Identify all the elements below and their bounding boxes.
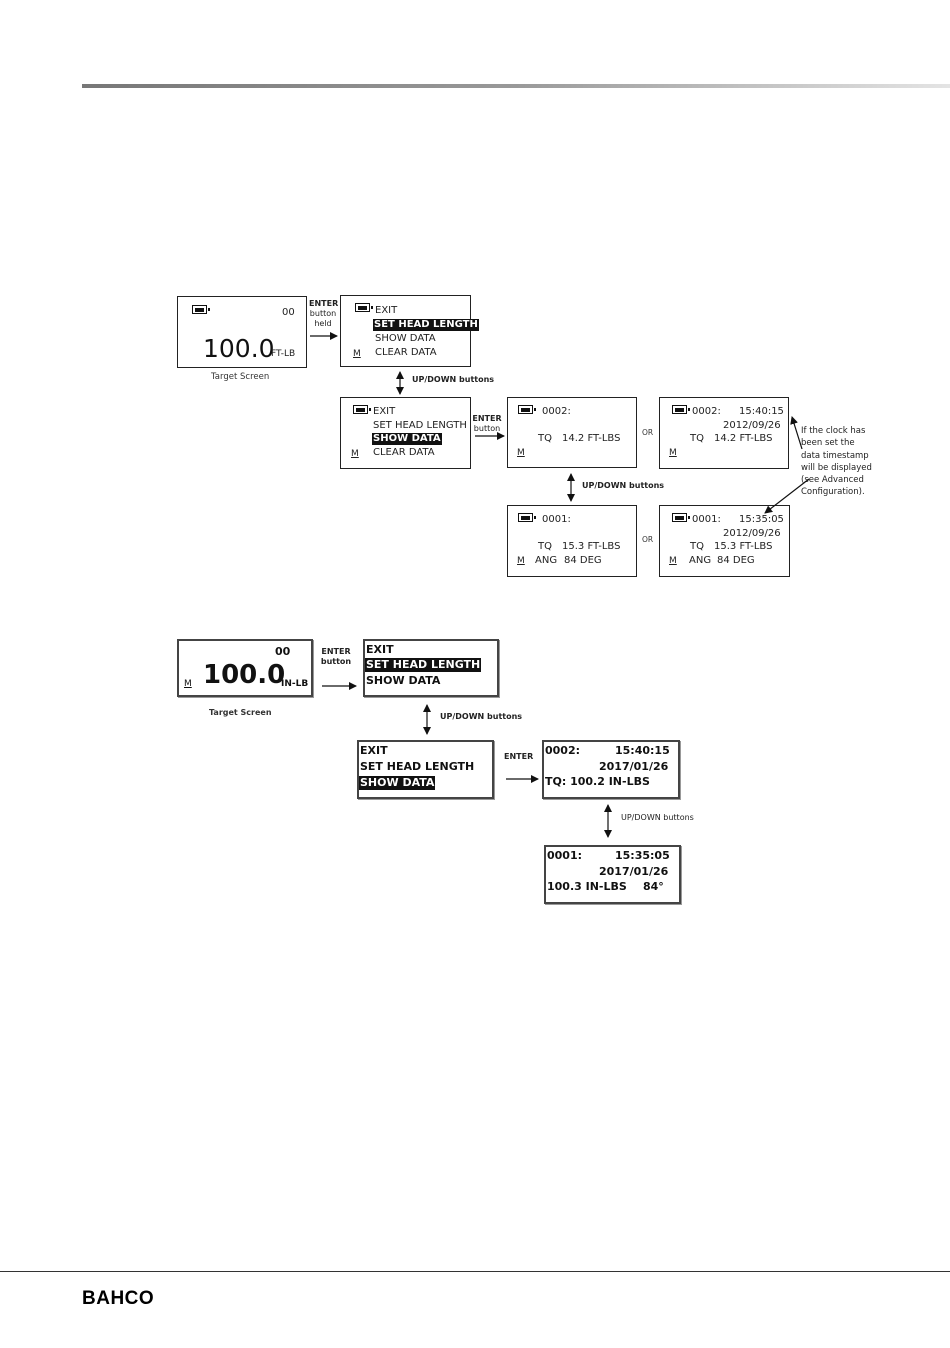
target-screen: 00 M 100.0 IN-LB [177,639,313,697]
bahco-logo: BAHCO [82,1288,155,1309]
menu-item-clear-data: CLEAR DATA [373,447,435,458]
mode-indicator: M [184,679,192,689]
tq-label: TQ [690,541,704,552]
arrow-note-up [790,416,803,450]
data-screen-0001: 0001: 15:35:05 2017/01/26 100.3 IN-LBS 8… [544,845,681,904]
or-label: OR [642,428,654,437]
tq-value: 14.2 FT-LBS [562,433,621,444]
record-date: 2012/09/26 [723,420,781,431]
menu-item-clear-data: CLEAR DATA [375,347,437,358]
ang-value: 84 DEG [564,555,602,566]
enter-held-label: ENTER button held [309,299,339,328]
mode-indicator: M [353,349,361,359]
battery-icon [355,303,373,312]
target-screen: 00 100.0 FT-LB [177,296,307,368]
ang-label: ANG [689,555,712,566]
mode-indicator: M [669,448,677,458]
menu-item-show-data: SHOW DATA [359,776,436,790]
enter-label: ENTER button [472,414,502,433]
arrow-note-down [764,478,810,514]
record-date: 2012/09/26 [723,528,781,539]
tq-value: 15.3 FT-LBS [714,541,773,552]
ang-value: 84 DEG [717,555,755,566]
menu-item-set-head-length: SET HEAD LENGTH [365,658,482,672]
updown-label: UP/DOWN buttons [582,481,665,490]
menu-screen-set-head-length: EXIT SET HEAD LENGTH SHOW DATA [363,639,499,697]
tq-label: TQ [538,541,552,552]
record-id: 0001: [547,849,583,862]
battery-icon [353,405,371,414]
data-screen-0001: 0001: TQ 15.3 FT-LBS M ANG 84 DEG [507,505,637,577]
or-label: OR [642,535,654,544]
menu-item-exit: EXIT [373,406,396,417]
battery-icon [518,405,536,414]
data-screen-0002-timestamp: 0002: 15:40:15 2012/09/26 TQ 14.2 FT-LBS… [659,397,789,469]
record-id: 0002: [545,744,581,757]
battery-icon [192,305,210,314]
target-caption: Target Screen [209,708,272,717]
battery-icon [672,405,690,414]
menu-item-set-head-length: SET HEAD LENGTH [373,420,467,431]
record-time: 15:40:15 [615,744,670,757]
mode-indicator: M [669,556,677,566]
enter-label: ENTER button [320,647,352,666]
ang-label: ANG [535,555,558,566]
updown-label: UP/DOWN buttons [621,813,694,822]
data-screen-0002: 0002: TQ 14.2 FT-LBS M [507,397,637,468]
menu-item-show-data: SHOW DATA [375,333,436,344]
updown-label: UP/DOWN buttons [412,375,495,384]
record-id: 0002: [542,406,571,417]
torque-value: 100.3 IN-LBS [547,880,627,893]
target-caption: Target Screen [211,372,270,382]
timestamp-note: If the clock has been set the data times… [801,426,872,498]
tq-value: TQ: 100.2 IN-LBS [545,775,650,788]
menu-screen-show-data: EXIT SET HEAD LENGTH SHOW DATA CLEAR DAT… [340,397,471,469]
target-code: 00 [275,645,291,658]
menu-item-set-head-length: SET HEAD LENGTH [373,319,479,331]
enter-label: ENTER [504,752,534,761]
menu-screen-set-head-length: EXIT SET HEAD LENGTH SHOW DATA CLEAR DAT… [340,295,479,367]
footer-rule [0,1271,950,1272]
header-rule [82,84,950,88]
menu-item-exit: EXIT [375,305,398,316]
tq-label: TQ [690,433,704,444]
data-screen-0002: 0002: 15:40:15 2017/01/26 TQ: 100.2 IN-L… [542,740,680,799]
tq-value: 14.2 FT-LBS [714,433,773,444]
record-id: 0001: [542,514,571,525]
record-date: 2017/01/26 [599,760,669,773]
target-value: 100.0 [203,660,286,690]
menu-item-exit: EXIT [366,643,394,656]
menu-item-show-data: SHOW DATA [366,674,441,687]
menu-screen-show-data: EXIT SET HEAD LENGTH SHOW DATA [357,740,494,799]
tq-label: TQ [538,433,552,444]
tq-value: 15.3 FT-LBS [562,541,621,552]
target-unit: IN-LB [281,679,309,689]
record-time: 15:35:05 [739,514,784,525]
menu-item-set-head-length: SET HEAD LENGTH [360,760,475,773]
menu-item-show-data: SHOW DATA [372,433,442,445]
menu-item-exit: EXIT [360,744,388,757]
record-id: 0001: [692,514,721,525]
target-unit: FT-LB [271,349,296,359]
battery-icon [672,513,690,522]
updown-label: UP/DOWN buttons [440,712,523,721]
angle-value: 84° [643,880,664,893]
mode-indicator: M [517,556,525,566]
record-date: 2017/01/26 [599,865,669,878]
mode-indicator: M [351,449,359,459]
record-time: 15:35:05 [615,849,670,862]
battery-icon [518,513,536,522]
target-value: 100.0 [203,334,275,363]
record-id: 0002: [692,406,721,417]
data-screen-0001-timestamp: 0001: 15:35:05 2012/09/26 TQ 15.3 FT-LBS… [659,505,790,577]
mode-indicator: M [517,448,525,458]
record-time: 15:40:15 [739,406,784,417]
target-code: 00 [282,307,295,318]
